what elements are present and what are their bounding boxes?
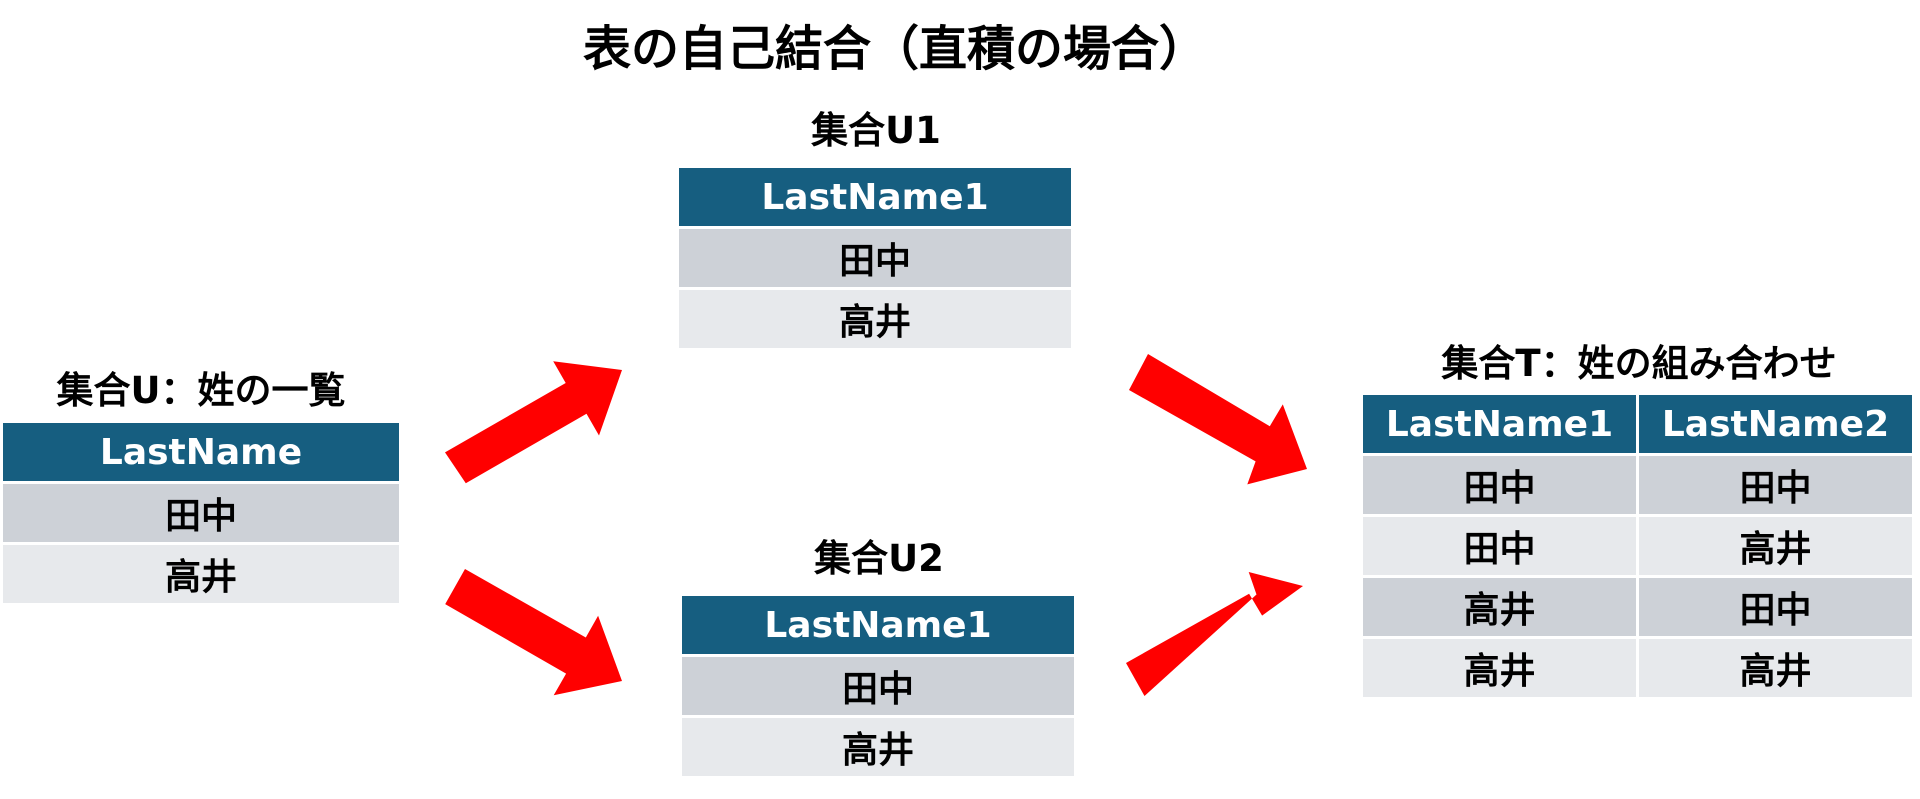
- set-t-cell: 高井: [1363, 639, 1636, 697]
- set-u2-header: LastName1: [682, 596, 1074, 654]
- set-u-cell: 田中: [3, 484, 399, 542]
- set-u2-cell: 田中: [682, 657, 1074, 715]
- table-row: 高井: [3, 545, 399, 603]
- set-t-header-2: LastName2: [1639, 395, 1912, 453]
- table-row: 高井: [679, 290, 1071, 348]
- set-t-table: LastName1 LastName2 田中 田中 田中 高井 高井 田中 高井…: [1360, 392, 1915, 700]
- table-row: 田中: [3, 484, 399, 542]
- set-u2-cell: 高井: [682, 718, 1074, 776]
- set-u-label: 集合U：姓の一覧: [56, 369, 346, 412]
- table-row: 高井: [682, 718, 1074, 776]
- set-u2-label: 集合U2: [814, 537, 944, 580]
- set-t-cell: 田中: [1639, 578, 1912, 636]
- set-t-label: 集合T：姓の組み合わせ: [1441, 342, 1837, 385]
- set-u1-header: LastName1: [679, 168, 1071, 226]
- table-row: 高井 高井: [1363, 639, 1912, 697]
- arrow-u1-to-t-shape: [1129, 354, 1307, 485]
- set-u-header: LastName: [3, 423, 399, 481]
- set-t-cell: 高井: [1639, 517, 1912, 575]
- table-row: 田中: [679, 229, 1071, 287]
- set-t-cell: 田中: [1363, 456, 1636, 514]
- arrow-u-to-u2-shape: [445, 569, 622, 696]
- set-t-cell: 田中: [1363, 517, 1636, 575]
- set-t-cell: 田中: [1639, 456, 1912, 514]
- set-u1-label: 集合U1: [811, 109, 941, 152]
- table-row: 高井 田中: [1363, 578, 1912, 636]
- arrow-u-to-u1-shape: [445, 361, 622, 484]
- arrow-u1-to-t-icon: [1129, 354, 1307, 485]
- table-row: 田中 高井: [1363, 517, 1912, 575]
- arrow-u-to-u1-icon: [445, 361, 622, 484]
- set-t-cell: 高井: [1363, 578, 1636, 636]
- arrow-u-to-u2-icon: [445, 569, 622, 696]
- set-u-cell: 高井: [3, 545, 399, 603]
- diagram-title: 表の自己結合（直積の場合）: [582, 21, 1207, 77]
- set-t-header-1: LastName1: [1363, 395, 1636, 453]
- set-u-table: LastName 田中 高井: [0, 420, 402, 606]
- set-u1-cell: 田中: [679, 229, 1071, 287]
- set-u1-cell: 高井: [679, 290, 1071, 348]
- arrow-u2-to-t-shape: [1126, 572, 1303, 696]
- set-u2-table: LastName1 田中 高井: [679, 593, 1077, 779]
- set-u1-table: LastName1 田中 高井: [676, 165, 1074, 351]
- table-row: 田中 田中: [1363, 456, 1912, 514]
- table-row: 田中: [682, 657, 1074, 715]
- set-t-cell: 高井: [1639, 639, 1912, 697]
- arrow-u2-to-t-icon: [1126, 572, 1303, 696]
